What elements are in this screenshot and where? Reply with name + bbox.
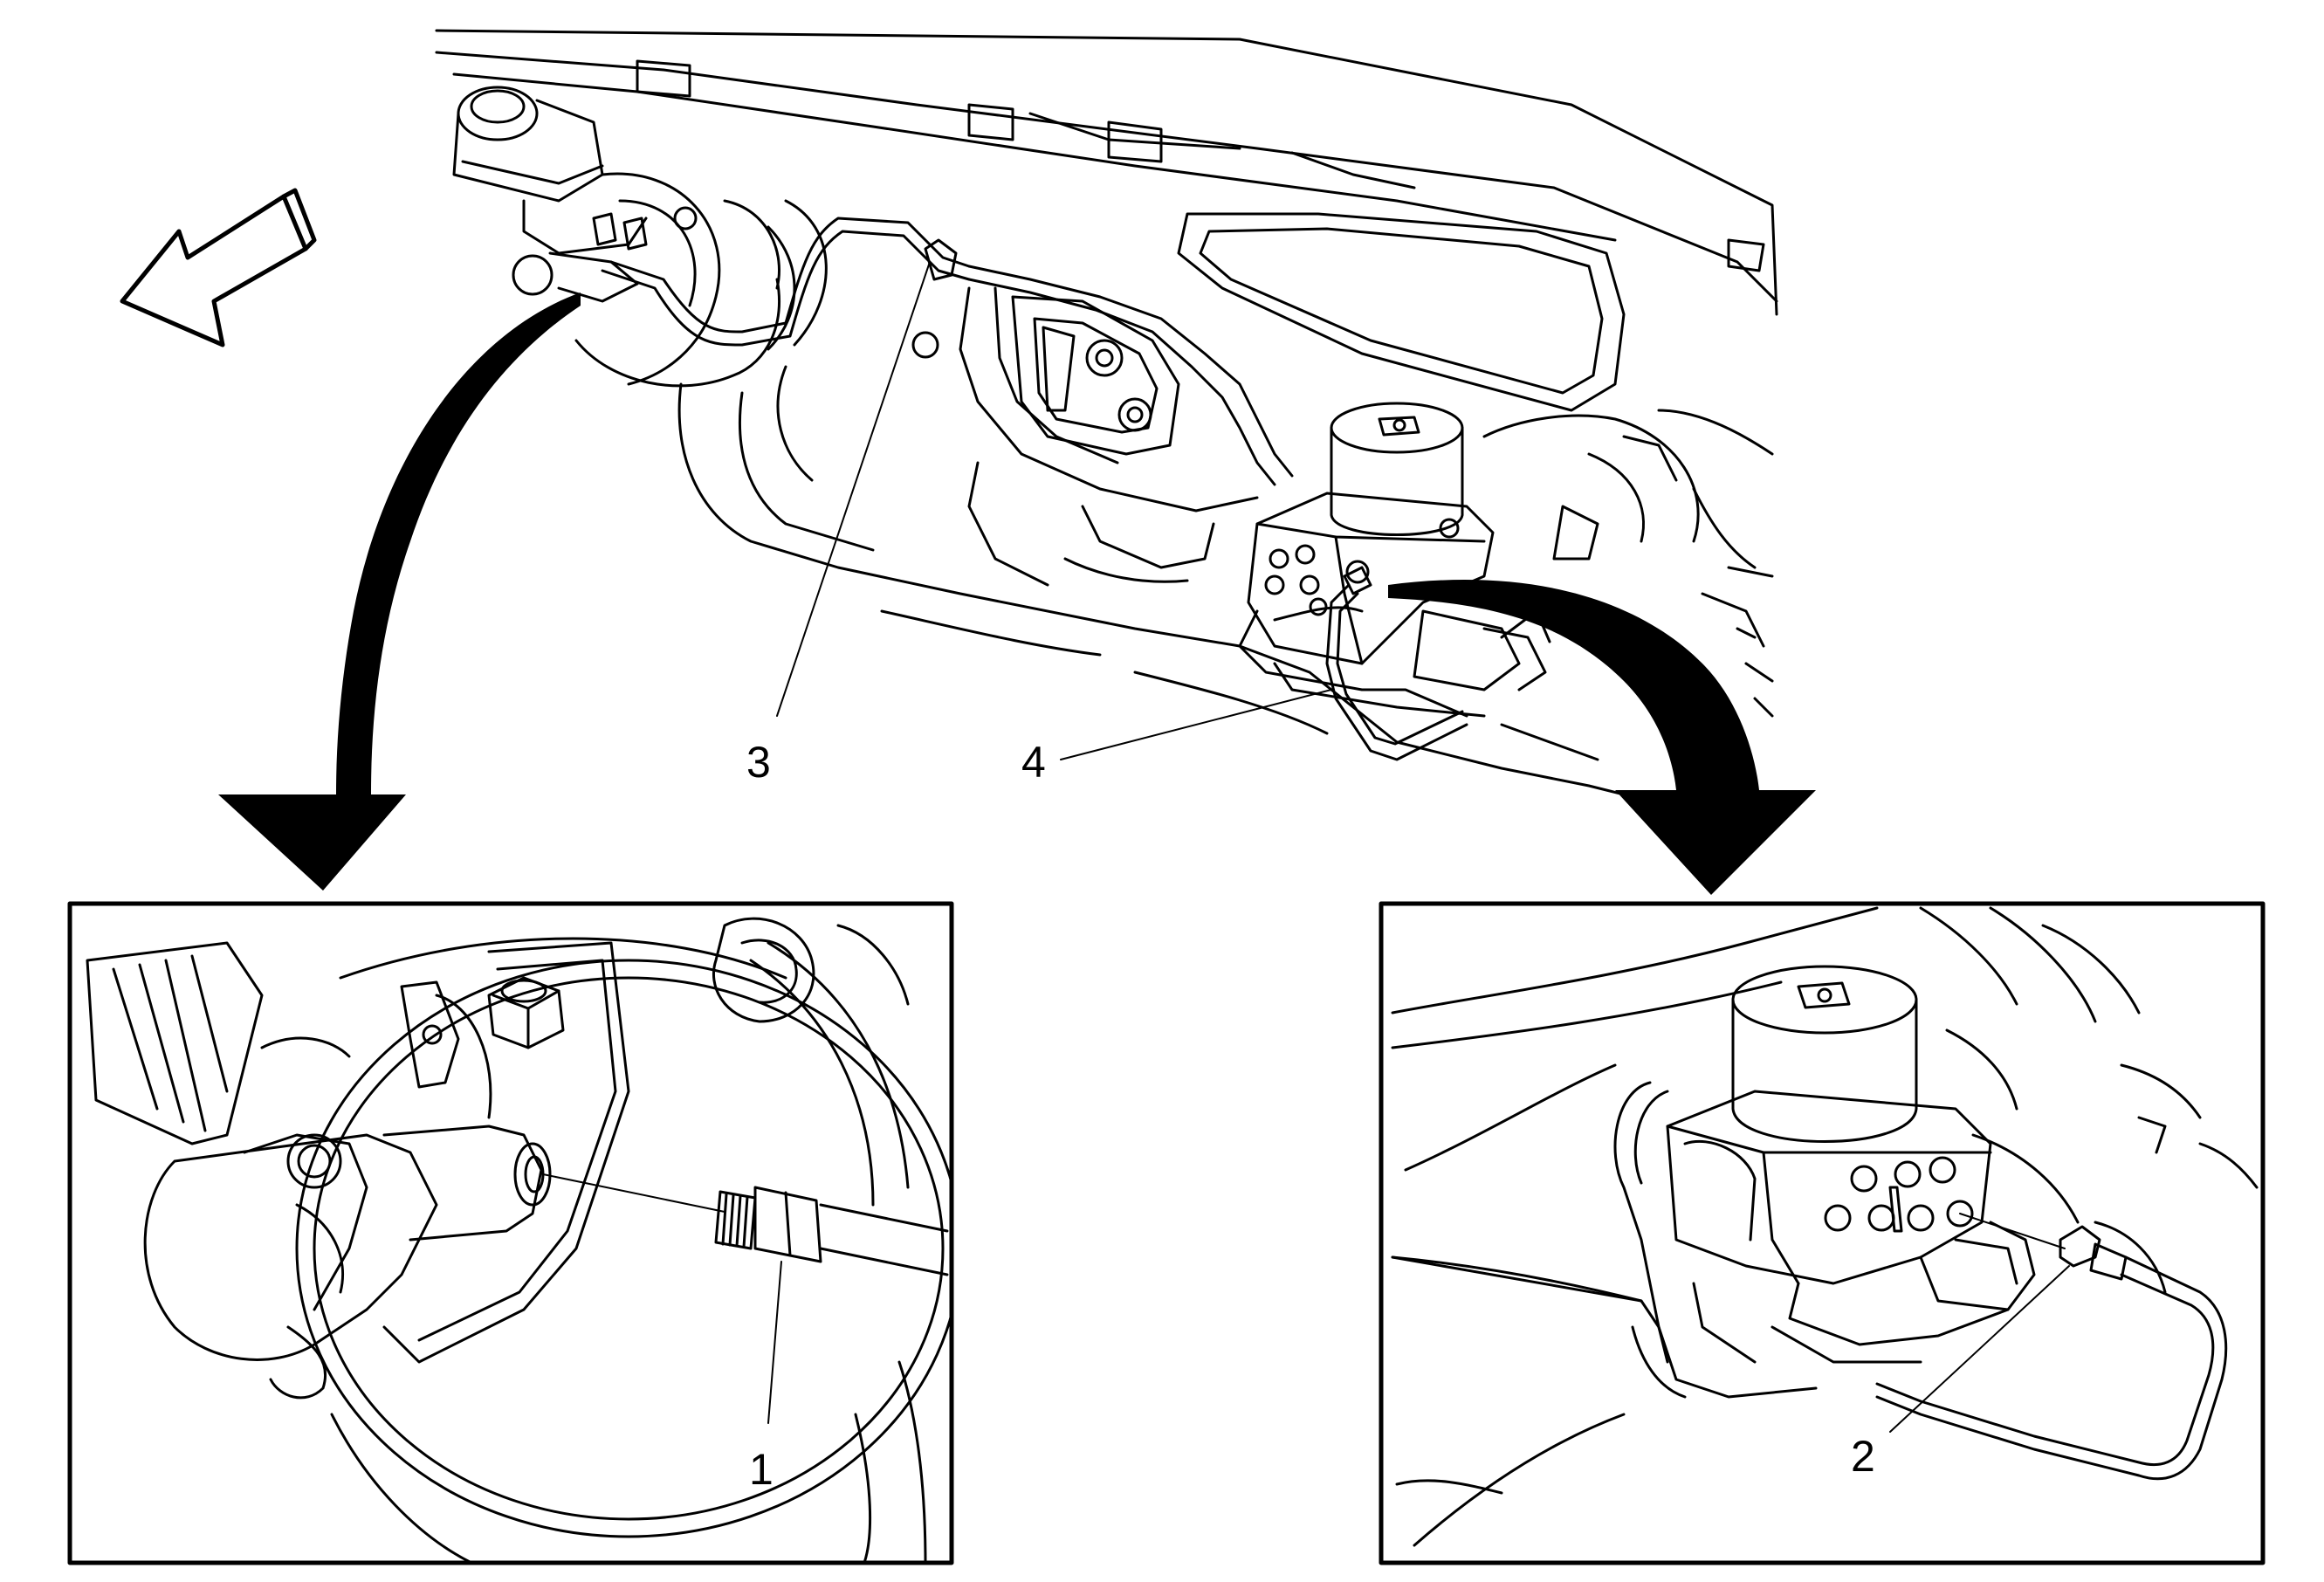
callout-4: 4 [1021,738,1046,787]
brake-pipe-routing [601,217,1294,486]
main-view: 3 4 [120,29,1816,895]
detail-frame-left [67,901,954,1565]
brake-pressure-modulator-valve [1238,402,1551,761]
master-cylinder-reservoir [452,86,828,388]
callout-1: 1 [749,1445,774,1494]
callout-2: 2 [1851,1432,1875,1481]
detail-view-master-cylinder: 1 [67,901,954,1565]
body-structure [677,286,1774,805]
detail-frame-right [1379,901,2266,1565]
forward-direction-arrow [120,188,317,347]
view-arrow-right [1388,580,1816,895]
cowl-panel [435,29,1778,412]
detail-view-modulator: 2 [1379,901,2266,1565]
leader-line-4 [1060,689,1332,760]
leader-line-1 [767,1261,782,1424]
callout-3: 3 [746,738,771,787]
leader-line-2 [1889,1265,2070,1433]
view-arrow-left [218,292,581,891]
leader-line-3 [776,261,931,717]
